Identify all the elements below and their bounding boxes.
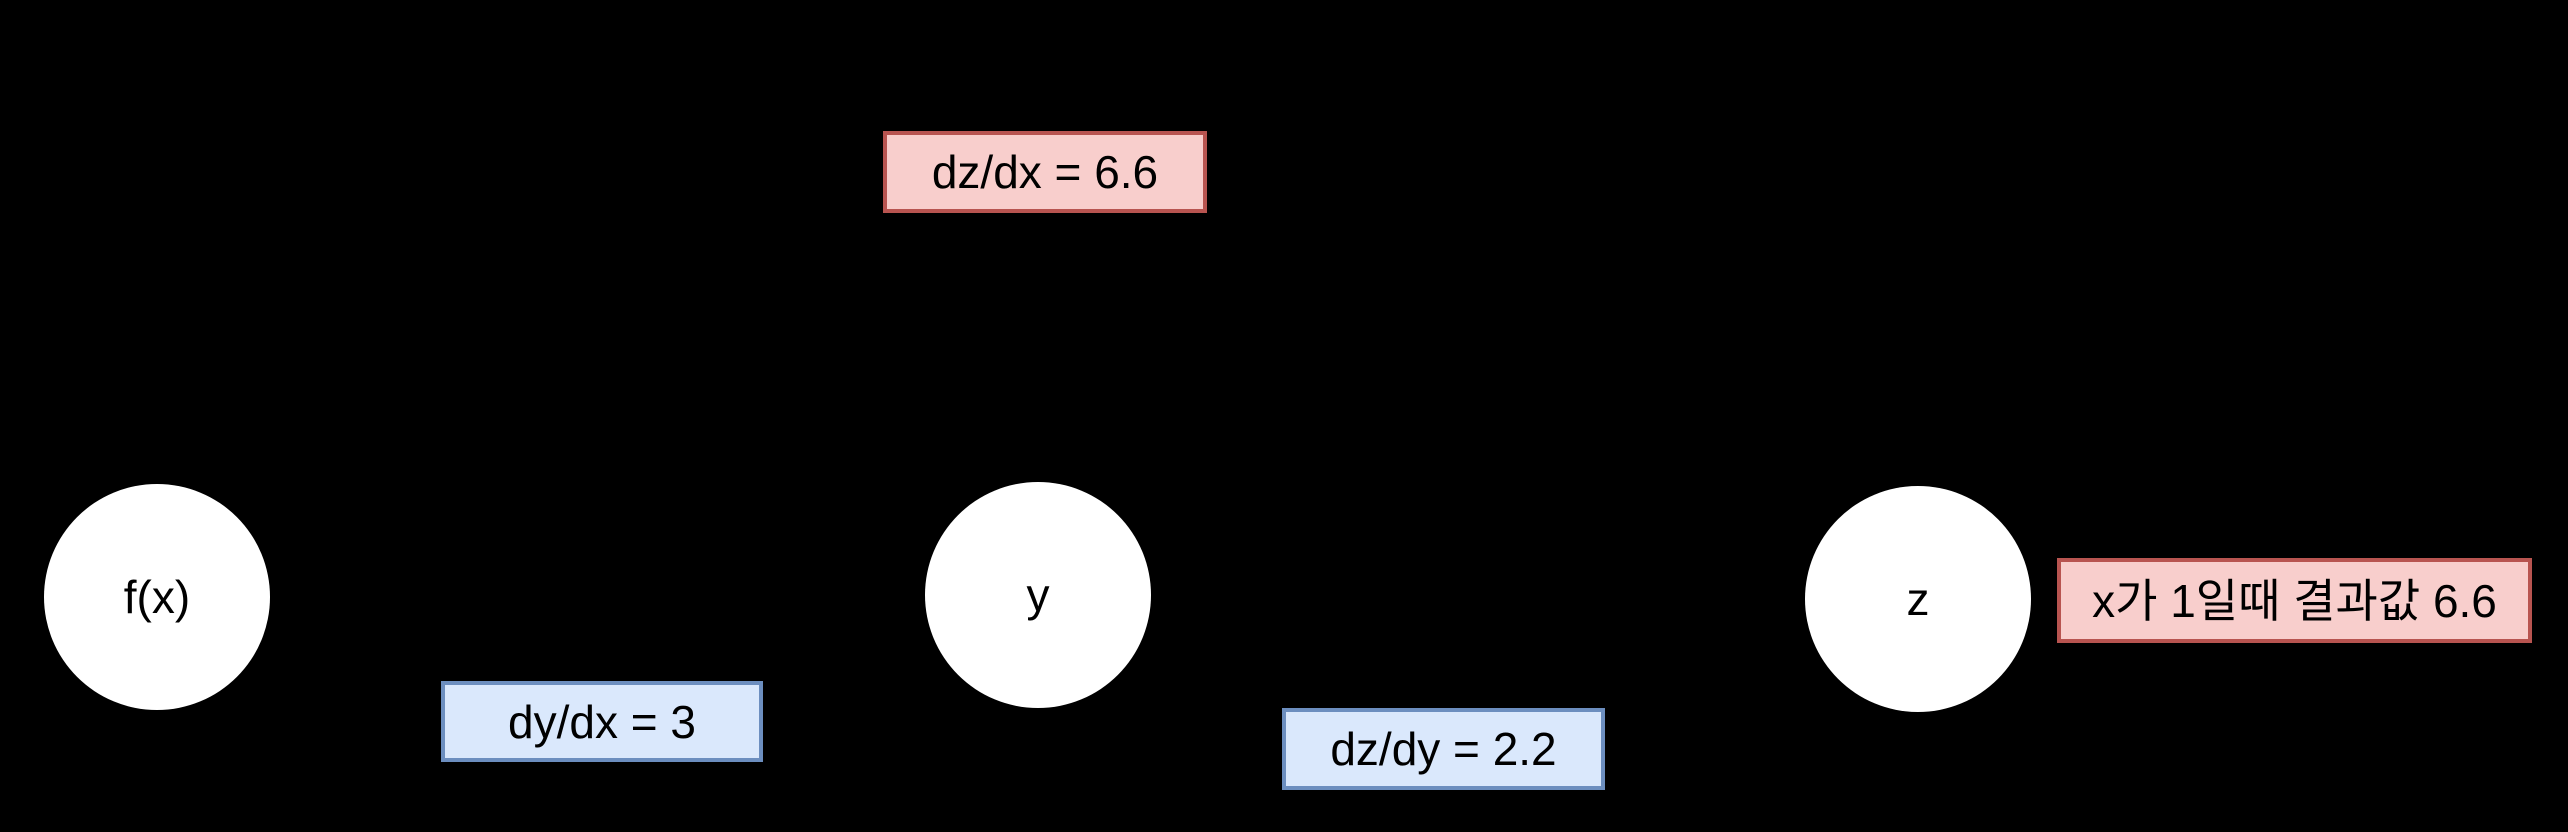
derivative-box-dz-dx: dz/dx = 6.6 <box>883 131 1207 213</box>
node-z: z <box>1805 486 2031 712</box>
node-fx: f(x) <box>44 484 270 710</box>
node-y-label: y <box>1026 569 1050 621</box>
derivative-box-dy-dx: dy/dx = 3 <box>441 681 763 762</box>
node-fx-label: f(x) <box>123 571 191 623</box>
node-y: y <box>925 482 1151 708</box>
result-value-box: x가 1일때 결과값 6.6 <box>2057 558 2532 643</box>
derivative-box-dz-dy: dz/dy = 2.2 <box>1282 708 1605 790</box>
node-z-label: z <box>1906 573 1930 625</box>
